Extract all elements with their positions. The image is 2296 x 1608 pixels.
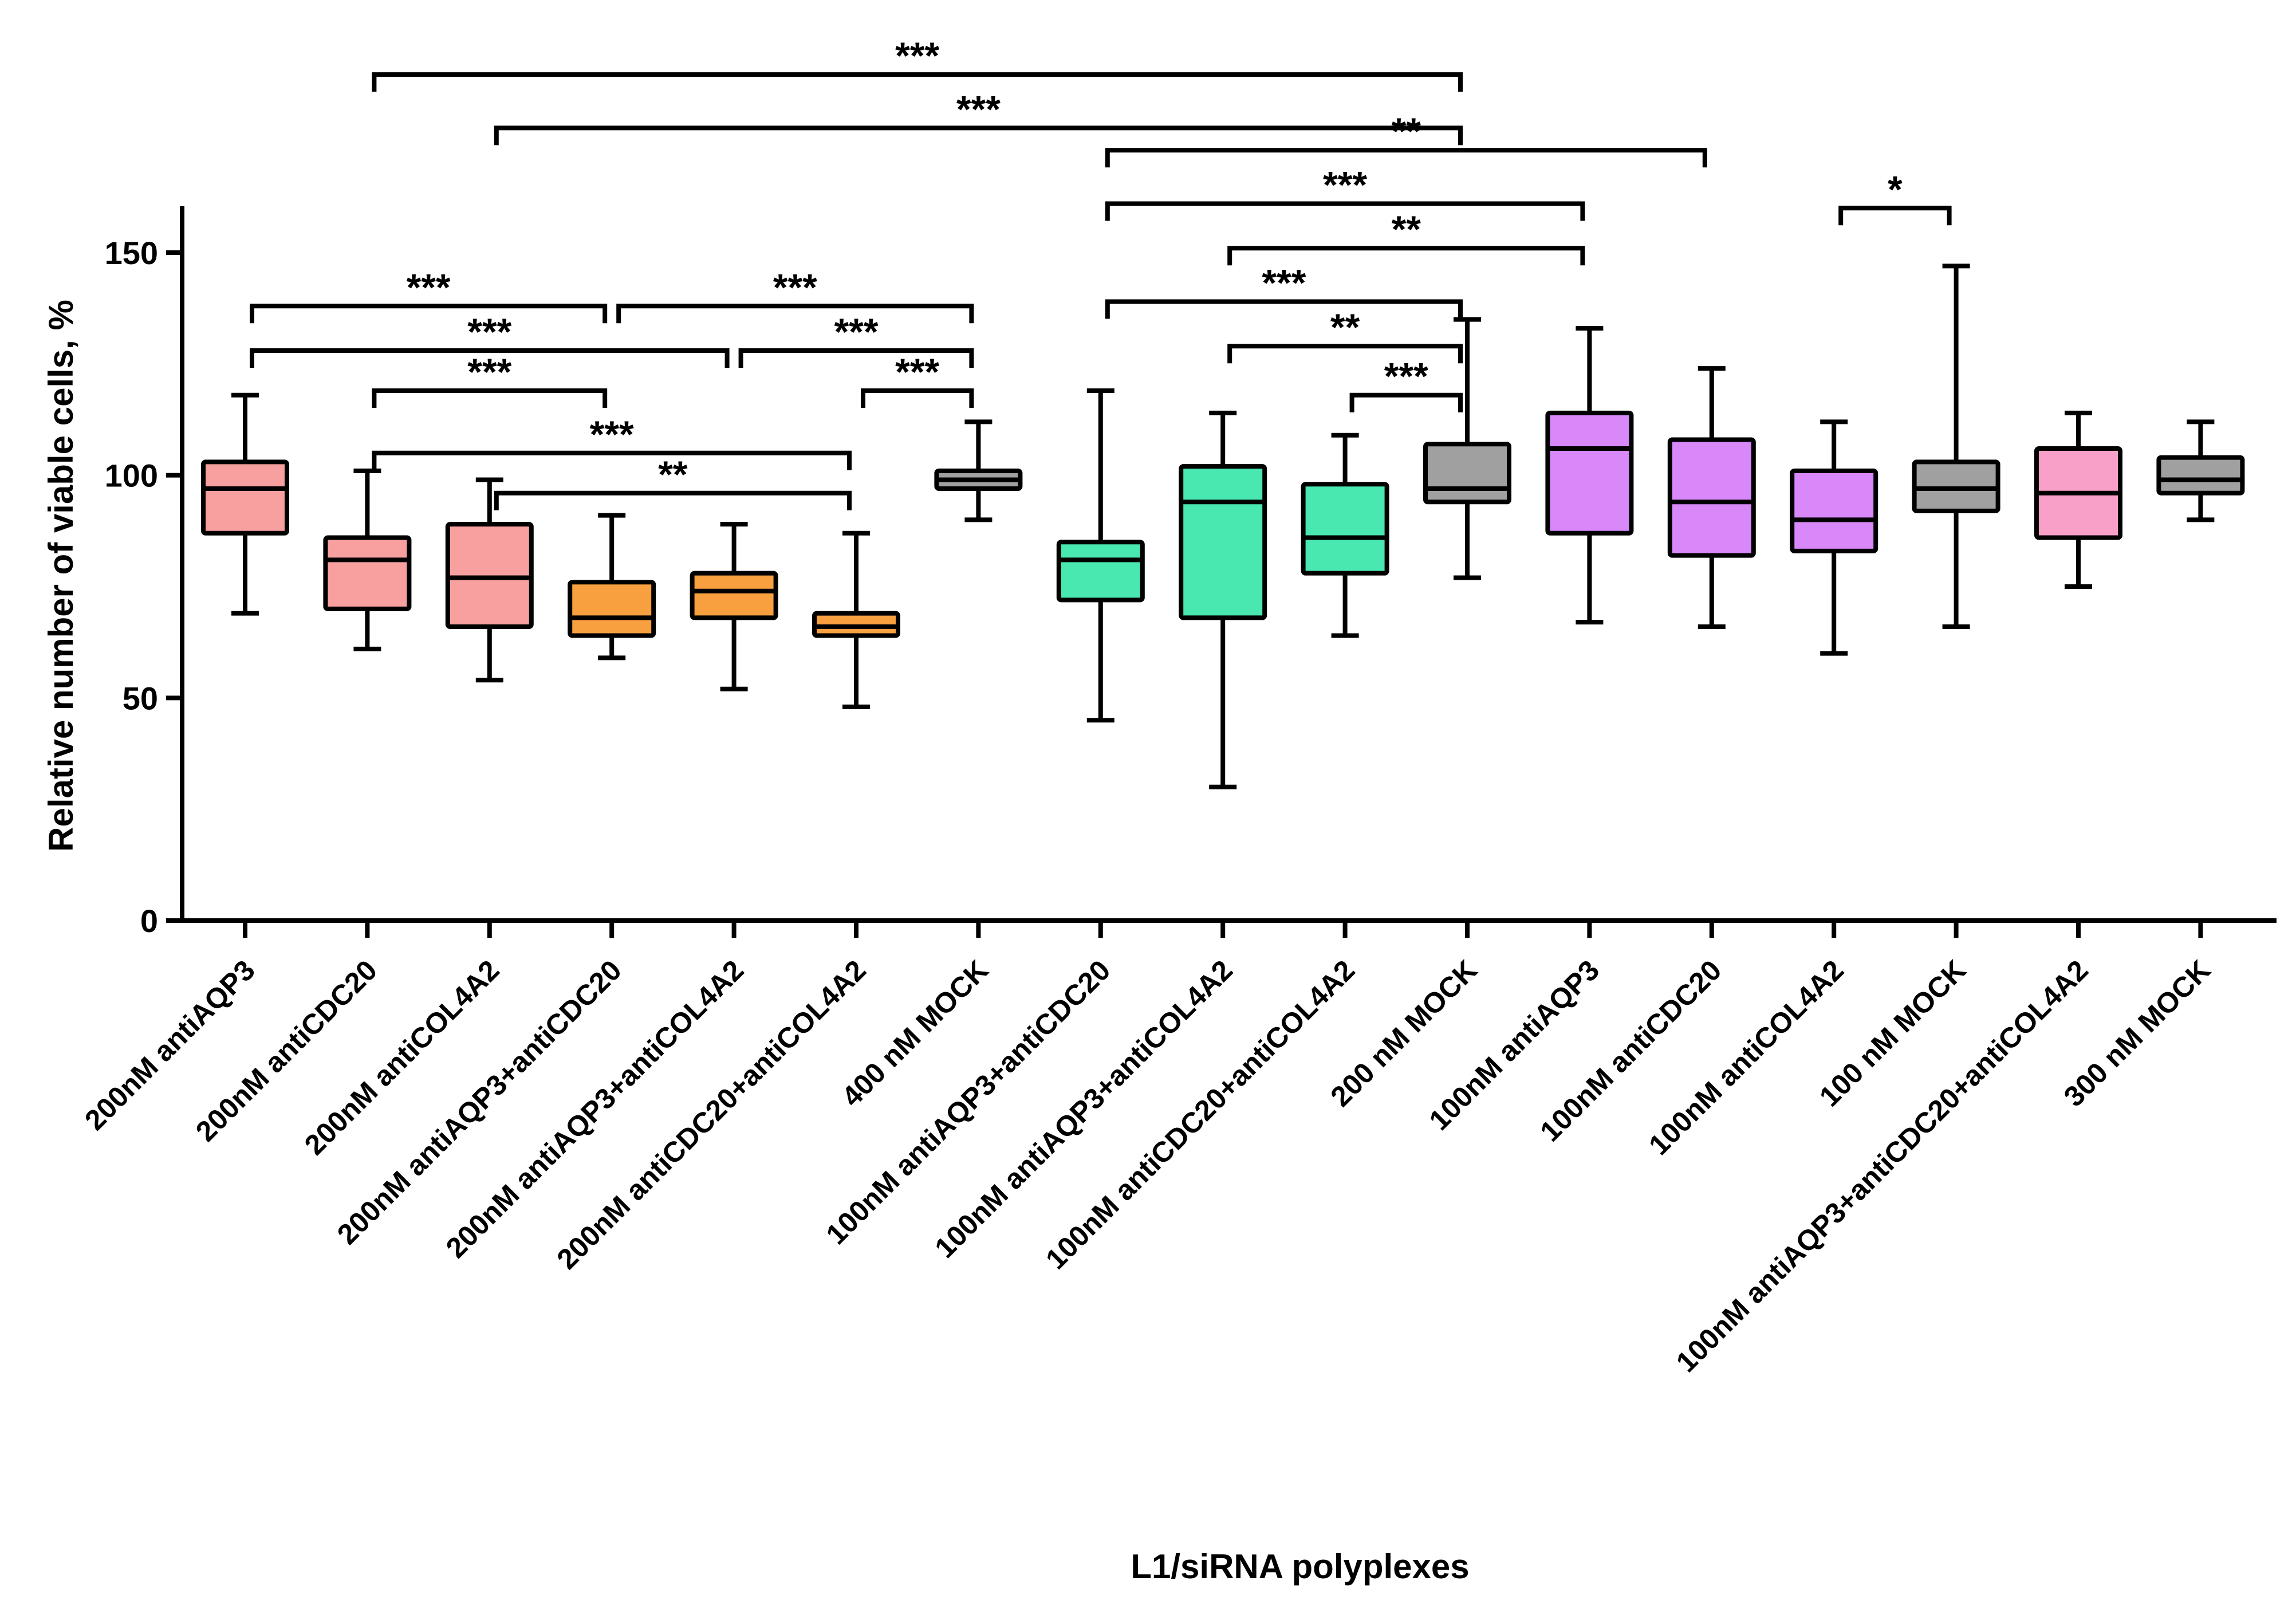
iqr-box <box>568 580 656 638</box>
significance-bracket-14: *** <box>372 351 608 408</box>
iqr-box <box>1179 464 1267 620</box>
significance-bracket-7: ** <box>1227 306 1463 364</box>
box-13 <box>1667 366 1756 629</box>
significance-label: * <box>1888 168 1903 210</box>
box-8 <box>1056 388 1145 723</box>
bracket-line <box>1227 246 1585 266</box>
box-7 <box>934 419 1023 522</box>
box-series <box>201 264 2245 789</box>
box-12 <box>1545 326 1634 625</box>
box-10 <box>1301 433 1389 638</box>
iqr-box <box>1790 468 1878 553</box>
significance-label: *** <box>407 266 451 308</box>
iqr-box <box>323 535 412 611</box>
bracket-line <box>494 125 1463 146</box>
box-5 <box>690 522 778 691</box>
bracket-line <box>1105 299 1463 319</box>
bracket-line <box>616 304 974 324</box>
significance-bracket-15: *** <box>861 351 974 408</box>
iqr-box <box>1301 482 1389 576</box>
significance-bracket-2: *** <box>494 88 1463 146</box>
box-17 <box>2156 419 2245 522</box>
box-1 <box>201 392 289 616</box>
bracket-line <box>250 348 730 368</box>
box-2 <box>323 468 412 651</box>
significance-bracket-10: *** <box>250 266 608 324</box>
box-16 <box>2034 410 2122 589</box>
box-15 <box>1912 264 2000 629</box>
significance-label: *** <box>590 413 634 455</box>
bracket-line <box>861 388 974 408</box>
significance-brackets: ****************************************… <box>250 34 1952 510</box>
significance-bracket-3: ** <box>1105 110 1707 168</box>
significance-bracket-13: *** <box>738 310 974 368</box>
significance-label: *** <box>895 34 939 77</box>
bracket-line <box>494 490 852 510</box>
iqr-box <box>201 459 289 536</box>
iqr-box <box>1545 410 1634 536</box>
box-6 <box>812 530 900 709</box>
significance-bracket-8: *** <box>1349 355 1463 412</box>
bracket-line <box>1227 344 1463 364</box>
significance-bracket-17: ** <box>494 453 852 510</box>
x-tick-label: 100nM antiAQP3+antiCDC20+antiCOL4A2 <box>1670 954 2094 1378</box>
iqr-box <box>1667 437 1756 558</box>
bracket-line <box>1838 206 1952 226</box>
significance-label: ** <box>1392 110 1421 152</box>
iqr-box <box>1423 442 1511 505</box>
significance-label: ** <box>1392 208 1421 250</box>
significance-label: ** <box>1330 306 1360 348</box>
significance-bracket-1: *** <box>372 34 1463 92</box>
iqr-box <box>690 571 778 620</box>
significance-label: *** <box>1384 355 1428 398</box>
bracket-line <box>372 450 852 470</box>
significance-label: ** <box>658 453 688 496</box>
bracket-line <box>738 348 974 368</box>
box-11 <box>1423 317 1511 580</box>
bracket-line <box>372 388 608 408</box>
significance-bracket-11: *** <box>616 266 974 324</box>
y-axis-title: Relative number of viable cells, % <box>42 300 80 852</box>
y-tick-label: 0 <box>140 903 158 939</box>
y-tick-label: 150 <box>105 235 158 271</box>
bracket-line <box>1105 148 1707 168</box>
box-14 <box>1790 419 1878 656</box>
significance-bracket-16: *** <box>372 413 852 470</box>
significance-bracket-5: ** <box>1227 208 1585 266</box>
iqr-box <box>2156 455 2245 496</box>
iqr-box <box>1056 540 1145 603</box>
significance-bracket-12: *** <box>250 310 730 368</box>
y-tick-label: 50 <box>123 680 158 716</box>
y-tick-label: 100 <box>105 458 158 494</box>
significance-label: *** <box>834 310 878 353</box>
box-4 <box>568 513 656 661</box>
bracket-line <box>1349 392 1463 412</box>
significance-bracket-4: *** <box>1105 163 1585 221</box>
significance-label: *** <box>956 88 1001 130</box>
box-9 <box>1179 410 1267 789</box>
significance-label: *** <box>467 351 511 393</box>
bracket-line <box>372 72 1463 92</box>
significance-label: *** <box>895 351 939 393</box>
x-axis-title: L1/siRNA polyplexes <box>1131 1547 1469 1586</box>
significance-label: *** <box>467 310 511 353</box>
significance-bracket-6: *** <box>1105 262 1463 319</box>
significance-label: *** <box>1323 163 1367 206</box>
significance-label: *** <box>1262 262 1306 304</box>
bracket-line <box>250 304 608 324</box>
bracket-line <box>1105 201 1585 221</box>
box-3 <box>445 477 534 683</box>
significance-bracket-9: * <box>1838 168 1952 226</box>
significance-label: *** <box>773 266 817 308</box>
